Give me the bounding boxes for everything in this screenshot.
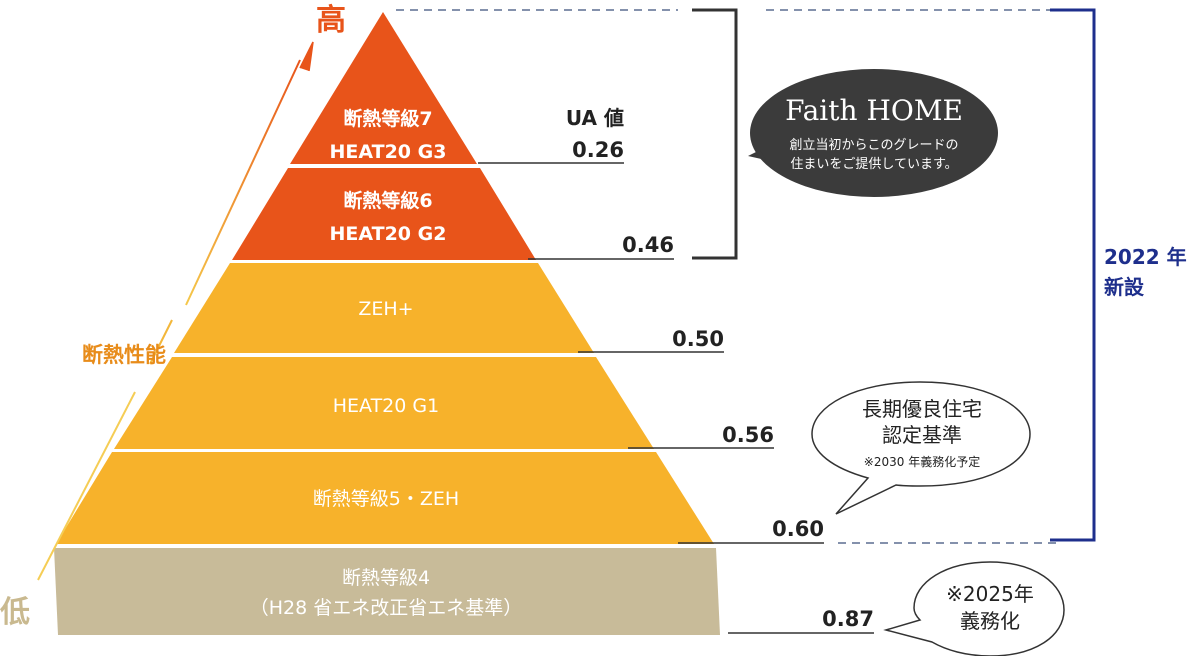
ua-header: UA 値 (566, 106, 624, 130)
axis-arrow-middle (149, 319, 173, 365)
arrow-head-icon (299, 41, 314, 72)
new-standard-year: 2022 年 (1104, 245, 1187, 269)
tier-heat20-g1 (114, 357, 654, 449)
tier-grade7 (290, 12, 477, 164)
longterm-line: 長期優良住宅 (862, 397, 982, 421)
tier-grade5-zeh (56, 452, 714, 544)
tier-label: 断熱等級5・ZEH (313, 488, 459, 510)
tier-grade6 (232, 168, 536, 260)
performance-axis: 高 断熱性能 低 (0, 3, 346, 630)
faith-home-bubble: Faith HOME 創立当初からこのグレードの 住まいをご提供しています。 (748, 69, 998, 197)
ua-value: 0.26 (572, 138, 624, 162)
mandate-bubble: ※2025年 義務化 (883, 561, 1065, 656)
ua-value: 0.87 (822, 607, 874, 631)
pyramid (54, 12, 720, 635)
tier-label: 断熱等級4 (342, 567, 430, 589)
longterm-line: 認定基準 (882, 423, 962, 447)
ua-value: 0.60 (772, 517, 824, 541)
tier-labels: 断熱等級7 HEAT20 G3 断熱等級6 HEAT20 G2 ZEH+ HEA… (250, 107, 523, 619)
tier-label: HEAT20 G2 (330, 223, 447, 245)
longterm-note: ※2030 年義務化予定 (864, 454, 980, 469)
axis-arrow-upper (185, 59, 301, 306)
guide-lines (396, 9, 1060, 544)
axis-performance-label: 断熱性能 (82, 343, 166, 367)
axis-high-label: 高 (316, 3, 346, 38)
mandate-line: ※2025年 (946, 582, 1034, 606)
faith-bracket (692, 8, 738, 260)
new-standard-text: 新設 (1104, 275, 1145, 299)
axis-low-label: 低 (0, 595, 30, 630)
tier-grade4 (54, 548, 720, 635)
tier-label: ZEH+ (358, 298, 413, 320)
ua-value: 0.50 (672, 327, 724, 351)
tier-label: 断熱等級6 (343, 189, 432, 212)
longterm-bubble: 長期優良住宅 認定基準 ※2030 年義務化予定 (811, 381, 1031, 515)
faith-home-line: 創立当初からこのグレードの (789, 138, 958, 153)
new-standard-bracket (1050, 8, 1096, 542)
ua-values (478, 162, 874, 634)
ua-value: 0.46 (622, 233, 674, 257)
tier-label: （H28 省エネ改正省エネ基準） (250, 597, 523, 619)
tier-label: HEAT20 G3 (330, 141, 447, 163)
tier-label: 断熱等級7 (343, 107, 432, 130)
tier-label: HEAT20 G1 (333, 395, 439, 417)
new-standard-label: 2022 年 新設 (1104, 245, 1187, 299)
tier-zeh-plus (174, 263, 594, 353)
mandate-line: 義務化 (960, 609, 1020, 633)
ua-value: 0.56 (722, 423, 774, 447)
faith-home-title: Faith HOME (785, 94, 963, 127)
axis-arrow-lower (37, 391, 136, 581)
faith-home-line: 住まいをご提供しています。 (790, 156, 957, 172)
